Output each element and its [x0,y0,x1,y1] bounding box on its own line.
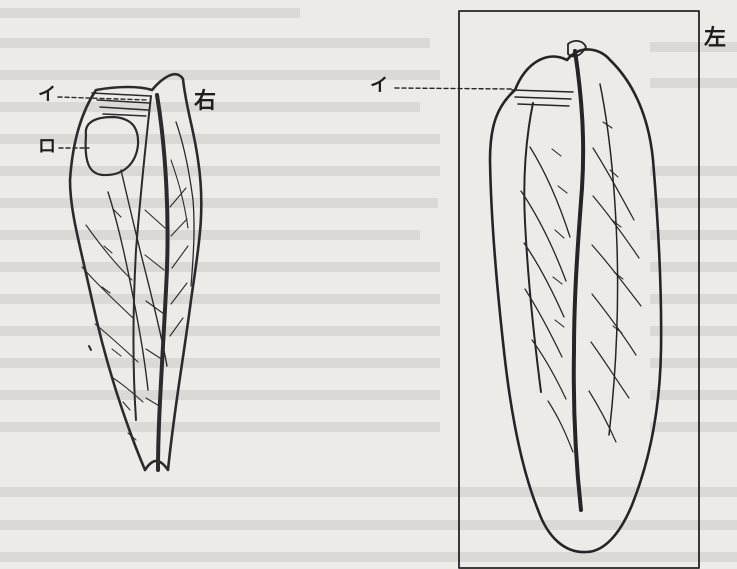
right-specimen-vein-10 [592,294,636,355]
right-specimen-vein-11 [591,342,629,398]
left-label-side: 右 [194,90,216,112]
left-label-ro: ロ [38,138,56,156]
right-specimen-spine [574,51,583,510]
right-specimen-hatch [512,90,573,106]
right-leader-i [395,88,512,89]
right-specimen-vein-6 [548,401,573,452]
right-specimen-inner-right [600,84,618,435]
left-label-i: イ [38,86,56,104]
right-label-side: 左 [704,27,726,49]
right-label-i: イ [370,77,388,95]
right-specimen-vein-1 [530,147,570,237]
right-specimen-vein-3 [524,243,564,317]
right-specimen-short-marks [552,122,623,333]
right-specimen-vein-5 [532,340,566,399]
